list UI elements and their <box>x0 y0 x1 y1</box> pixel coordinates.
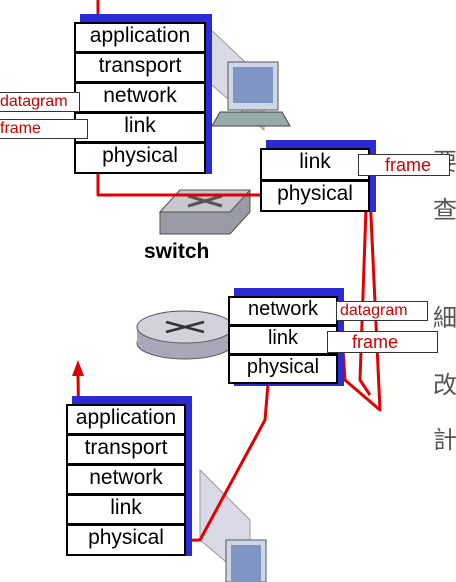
router-device-icon <box>136 310 234 360</box>
layer-link: link <box>74 112 206 143</box>
layer-transport: transport <box>66 434 186 465</box>
side-glyph-3: 細 <box>433 304 456 332</box>
bottom-host-stack: application transport network link physi… <box>66 396 192 556</box>
switch-stack: link physical <box>260 140 376 212</box>
layer-physical: physical <box>260 180 370 212</box>
layer-physical: physical <box>66 524 186 556</box>
layer-link: link <box>66 494 186 525</box>
layer-physical: physical <box>228 354 338 384</box>
router-stack: network link physical <box>228 288 344 386</box>
layer-network: network <box>228 296 338 326</box>
layer-link: link <box>260 148 370 181</box>
laptop-bottom-icon <box>199 468 267 582</box>
layer-network: network <box>74 82 206 113</box>
layer-transport: transport <box>74 52 206 83</box>
datagram-tag-router: datagram <box>336 301 428 321</box>
top-host-stack: application transport network link physi… <box>74 14 212 174</box>
datagram-tag-top: datagram <box>0 92 80 112</box>
layer-application: application <box>74 22 206 53</box>
path-arrow-head <box>72 360 84 376</box>
side-glyph-5: 計 <box>433 426 456 454</box>
side-glyph-2: 查 <box>433 196 456 224</box>
frame-tag-top: frame <box>0 119 88 139</box>
layer-link: link <box>228 325 338 355</box>
frame-tag-router: frame <box>327 331 438 353</box>
laptop-top-icon <box>205 23 291 132</box>
layer-physical: physical <box>74 142 206 174</box>
switch-device-icon <box>158 189 252 235</box>
frame-tag-switch: frame <box>358 154 450 176</box>
layer-network: network <box>66 464 186 495</box>
side-glyph-4: 改 <box>433 371 456 399</box>
switch-label: switch <box>144 240 210 263</box>
layer-application: application <box>66 404 186 435</box>
